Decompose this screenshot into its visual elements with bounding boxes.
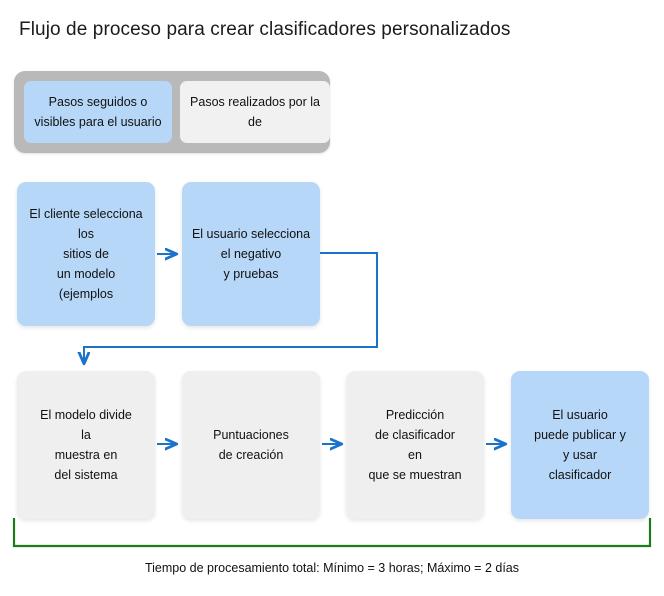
total-time-bracket: [12, 518, 652, 548]
flow-box-row2-1: El modelo divide la muestra en del siste…: [17, 371, 155, 519]
flow-box-row1-1-line-4: un modelo: [56, 267, 116, 281]
flow-box-row1-2-line-1: El usuario selecciona: [191, 227, 311, 241]
legend-container: Pasos seguidos o visibles para el usuari…: [14, 71, 330, 153]
flow-box-row1-1-line-5: (ejemplos: [58, 287, 114, 301]
flow-box-row1-2-line-2: el negativo: [220, 247, 282, 261]
flow-box-row2-1-line-4: del sistema: [54, 468, 118, 482]
total-processing-time-caption: Tiempo de procesamiento total: Mínimo = …: [144, 561, 520, 575]
flow-box-row2-2-line-1: Puntuaciones: [213, 428, 289, 442]
flow-box-row2-3-line-2: de clasificador: [375, 428, 455, 442]
flow-box-row2-3: Predicción de clasificador en que se mue…: [346, 371, 484, 519]
legend-item-user-steps: Pasos seguidos o visibles para el usuari…: [24, 81, 172, 143]
legend-item-system-steps: Pasos realizados por la de: [180, 81, 330, 143]
flow-box-row1-2-line-3: y pruebas: [223, 267, 279, 281]
flow-box-row2-2-line-2: de creación: [218, 448, 284, 462]
flow-box-row2-3-line-1: Predicción: [385, 408, 445, 422]
flow-box-row2-3-line-3: en: [408, 448, 422, 462]
flow-box-row1-1-line-1: El cliente selecciona: [29, 207, 143, 221]
flow-box-row1-1: El cliente selecciona los sitios de un m…: [17, 182, 155, 326]
flow-box-row2-4-line-2: puede publicar y: [534, 428, 626, 442]
legend-item-user-steps-line-1: Pasos seguidos o: [48, 95, 148, 109]
legend-item-system-steps-line-2: de: [248, 115, 262, 129]
flow-box-row2-4-line-1: El usuario: [552, 408, 608, 422]
flow-box-row2-4: El usuario puede publicar y y usar clasi…: [511, 371, 649, 519]
flow-box-row2-4-line-4: clasificador: [548, 468, 612, 482]
legend-item-user-steps-line-2: visibles para el usuario: [34, 115, 162, 129]
flow-box-row2-1-line-1: El modelo divide: [40, 408, 132, 422]
page-title: Flujo de proceso para crear clasificador…: [19, 19, 511, 40]
flow-box-row1-1-line-3: sitios de: [63, 247, 109, 261]
flow-box-row2-2: Puntuaciones de creación: [182, 371, 320, 519]
flow-box-row2-1-line-3: muestra en: [54, 448, 118, 462]
flow-box-row2-3-line-4: que se muestran: [368, 468, 462, 482]
flow-box-row1-1-line-2: los: [78, 227, 94, 241]
flow-box-row2-4-line-3: y usar: [562, 448, 598, 462]
flow-box-row2-1-line-2: la: [81, 428, 91, 442]
legend-item-system-steps-line-1: Pasos realizados por la: [190, 95, 320, 109]
flow-box-row1-2: El usuario selecciona el negativo y prue…: [182, 182, 320, 326]
